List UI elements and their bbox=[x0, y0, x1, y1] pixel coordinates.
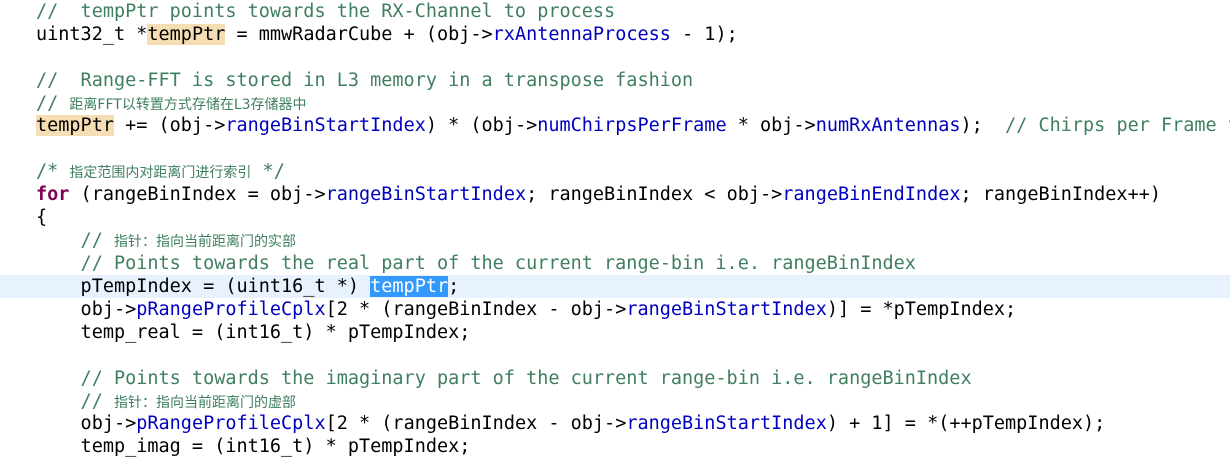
code-token: ) * (obj-> bbox=[425, 115, 538, 136]
code-token: // Points towards the real part of the c… bbox=[36, 253, 916, 274]
code-token: rangeBinStartIndex bbox=[225, 115, 426, 136]
code-token: rangeBinEndIndex bbox=[782, 184, 961, 205]
occurrence-highlight: tempPtr bbox=[147, 24, 226, 45]
code-line[interactable]: // Range-FFT is stored in L3 memory in a… bbox=[0, 69, 1230, 92]
code-line[interactable]: // Points towards the imaginary part of … bbox=[0, 367, 1230, 390]
code-token: * obj-> bbox=[726, 115, 816, 136]
code-token: temp_real = (int16_t) * pTempIndex; bbox=[36, 322, 471, 343]
code-token: ); bbox=[960, 115, 1006, 136]
code-token: uint32_t * bbox=[36, 24, 148, 45]
code-token: // tempPtr points towards the RX-Channel… bbox=[36, 1, 616, 22]
code-line-text: obj->pRangeProfileCplx[2 * (rangeBinInde… bbox=[36, 412, 1106, 435]
code-token: ; bbox=[448, 276, 460, 297]
code-token: [2 * (rangeBinIndex - obj-> bbox=[325, 413, 627, 434]
code-token: rangeBinStartIndex bbox=[626, 299, 827, 320]
code-line[interactable]: // 距离FFT以转置方式存储在L3存储器中 bbox=[0, 92, 1230, 115]
code-token: - 1); bbox=[670, 24, 738, 45]
selected-token: tempPtr bbox=[370, 276, 449, 297]
code-token: // bbox=[36, 230, 114, 251]
code-line-text: // Range-FFT is stored in L3 memory in a… bbox=[36, 69, 693, 92]
code-line[interactable]: uint32_t *tempPtr = mmwRadarCube + (obj-… bbox=[0, 23, 1230, 46]
code-token: pTempIndex = (uint16_t *) bbox=[36, 276, 371, 297]
code-token: obj-> bbox=[36, 413, 137, 434]
code-token: rangeBinStartIndex bbox=[325, 184, 527, 205]
code-token: pRangeProfileCplx bbox=[136, 299, 326, 320]
code-line[interactable]: temp_real = (int16_t) * pTempIndex; bbox=[0, 321, 1230, 344]
code-line[interactable]: for (rangeBinIndex = obj->rangeBinStartI… bbox=[0, 183, 1230, 206]
code-token: rangeBinStartIndex bbox=[626, 413, 827, 434]
code-line[interactable]: temp_imag = (int16_t) * pTempIndex; bbox=[0, 435, 1230, 458]
code-token: )] = *pTempIndex; bbox=[826, 299, 1017, 320]
code-line-text: obj->pRangeProfileCplx[2 * (rangeBinInde… bbox=[36, 298, 1017, 321]
code-line-text: // Points towards the imaginary part of … bbox=[36, 367, 972, 390]
code-line[interactable]: tempPtr += (obj->rangeBinStartIndex) * (… bbox=[0, 114, 1230, 137]
code-token: rxAntennaProcess bbox=[492, 24, 671, 45]
code-token: // Points towards the imaginary part of … bbox=[36, 368, 972, 389]
code-token: ) + 1] = *(++pTempIndex); bbox=[826, 413, 1106, 434]
code-line-text: uint32_t *tempPtr = mmwRadarCube + (obj-… bbox=[36, 23, 738, 46]
code-token: // bbox=[36, 391, 114, 412]
code-line[interactable]: // tempPtr points towards the RX-Channel… bbox=[0, 0, 1230, 23]
code-line-text: // 指针：指向当前距离门的实部 bbox=[36, 229, 296, 252]
code-line[interactable]: /* 指定范围内对距离门进行索引 */ bbox=[0, 160, 1230, 183]
code-line[interactable]: obj->pRangeProfileCplx[2 * (rangeBinInde… bbox=[0, 298, 1230, 321]
code-line-text: pTempIndex = (uint16_t *) tempPtr; bbox=[36, 275, 459, 298]
code-line[interactable]: pTempIndex = (uint16_t *) tempPtr; bbox=[0, 275, 1230, 298]
code-token: // bbox=[36, 93, 70, 114]
code-token: 指针：指向当前距离门的虚部 bbox=[113, 395, 296, 411]
code-token: for bbox=[36, 184, 70, 205]
code-token: ; rangeBinIndex++) bbox=[960, 184, 1161, 205]
code-line-text: for (rangeBinIndex = obj->rangeBinStartI… bbox=[36, 183, 1161, 206]
code-line-text: // Points towards the real part of the c… bbox=[36, 252, 916, 275]
code-token: 指针：指向当前距离门的实部 bbox=[113, 234, 296, 250]
code-token: 距离FFT以转置方式存储在L3存储器中 bbox=[69, 97, 307, 113]
code-token: 指定范围内对距离门进行索引 bbox=[69, 165, 252, 181]
code-token: // Range-FFT is stored in L3 memory in a… bbox=[36, 70, 694, 91]
code-token: (rangeBinIndex = obj-> bbox=[69, 184, 326, 205]
code-line-text: temp_real = (int16_t) * pTempIndex; bbox=[36, 321, 471, 344]
code-token: [2 * (rangeBinIndex - obj-> bbox=[325, 299, 627, 320]
code-line[interactable]: // 指针：指向当前距离门的实部 bbox=[0, 229, 1230, 252]
code-line-text: /* 指定范围内对距离门进行索引 */ bbox=[36, 160, 285, 183]
code-token: = mmwRadarCube + (obj-> bbox=[225, 24, 493, 45]
code-line[interactable]: { bbox=[0, 206, 1230, 229]
code-token: obj-> bbox=[36, 299, 137, 320]
code-line-text: temp_imag = (int16_t) * pTempIndex; bbox=[36, 435, 471, 458]
code-line[interactable]: // 指针：指向当前距离门的虚部 bbox=[0, 390, 1230, 413]
code-token: pRangeProfileCplx bbox=[136, 413, 326, 434]
occurrence-highlight: tempPtr bbox=[36, 115, 114, 136]
code-line-text: { bbox=[36, 206, 47, 229]
code-token: /* bbox=[36, 161, 70, 182]
code-line[interactable] bbox=[0, 137, 1230, 160]
code-token: numRxAntennas bbox=[815, 115, 961, 136]
code-token: += (obj-> bbox=[113, 115, 226, 136]
code-line[interactable]: // Points towards the real part of the c… bbox=[0, 252, 1230, 275]
code-line-text: // 距离FFT以转置方式存储在L3存储器中 bbox=[36, 92, 307, 115]
code-line[interactable] bbox=[0, 46, 1230, 69]
code-line-text: // 指针：指向当前距离门的虚部 bbox=[36, 390, 296, 413]
code-token: { bbox=[36, 207, 48, 228]
code-token: ; rangeBinIndex < obj-> bbox=[526, 184, 783, 205]
code-token: // Chirps per Frame ta bbox=[1005, 115, 1230, 136]
code-line-text: tempPtr += (obj->rangeBinStartIndex) * (… bbox=[36, 114, 1230, 137]
code-line[interactable]: obj->pRangeProfileCplx[2 * (rangeBinInde… bbox=[0, 412, 1230, 435]
code-line-text: // tempPtr points towards the RX-Channel… bbox=[36, 0, 615, 23]
code-token: temp_imag = (int16_t) * pTempIndex; bbox=[36, 436, 471, 457]
code-line[interactable] bbox=[0, 344, 1230, 367]
code-token: */ bbox=[251, 161, 285, 182]
code-token: numChirpsPerFrame bbox=[537, 115, 727, 136]
